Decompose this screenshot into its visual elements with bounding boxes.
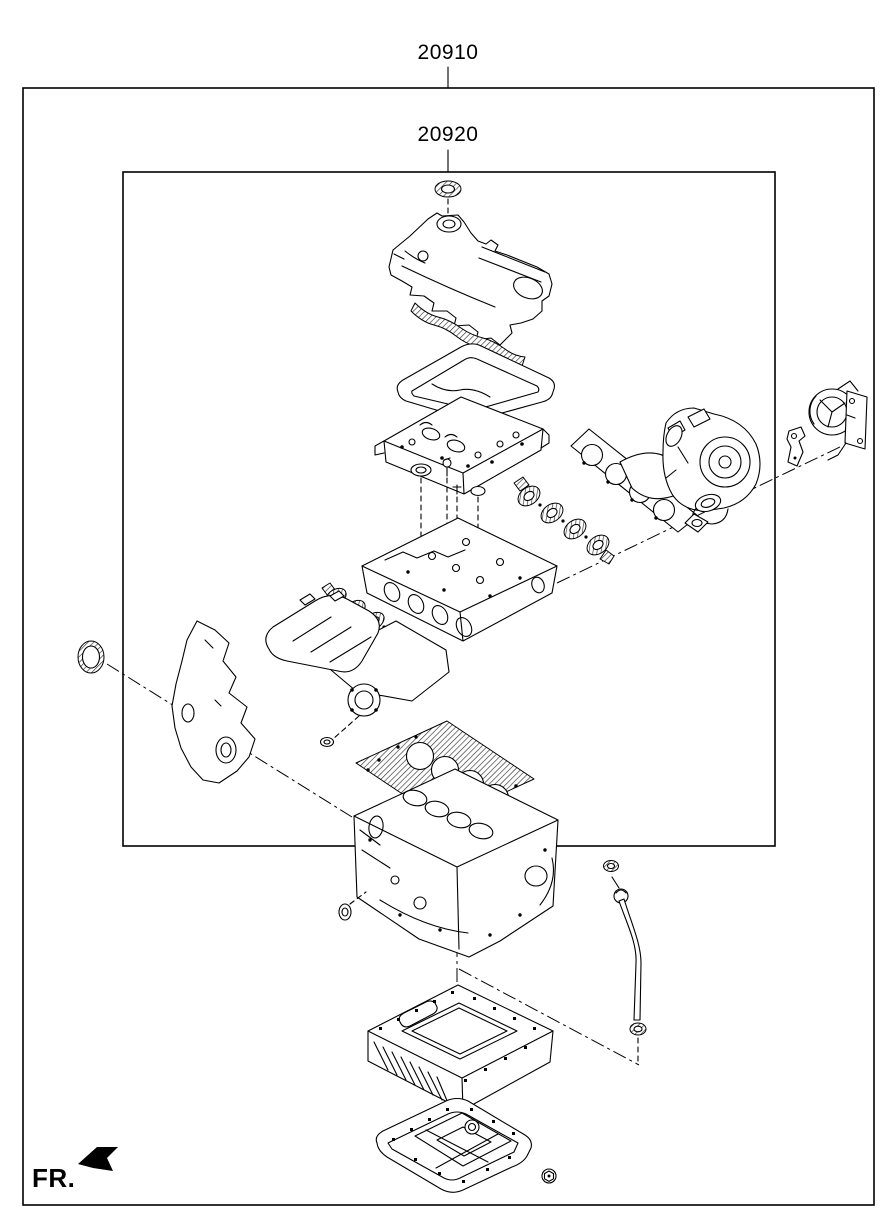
retainer-clip [470, 485, 486, 551]
oil-drain-plug [541, 1168, 557, 1184]
dipstick-oring-upper [603, 860, 619, 872]
timing-chain-cover [171, 620, 256, 784]
valve-cover [388, 212, 553, 346]
front-direction-arrow-icon [78, 1147, 118, 1171]
upper-oil-pan [367, 984, 554, 1111]
callout-20910: 20910 [417, 41, 479, 64]
vacuum-pump [808, 380, 868, 461]
cylinder-head [361, 517, 558, 642]
intake-manifold [265, 590, 450, 717]
dipstick-oring-lower [629, 1022, 647, 1062]
cam-cover-plug-seal [434, 180, 462, 216]
cylinder-block [353, 768, 559, 958]
oil-level-gauge-tube [611, 876, 642, 1021]
crankshaft-front-seal [77, 640, 105, 674]
exhaust-manifold-gasket [513, 476, 615, 565]
lower-oil-pan [375, 1097, 532, 1193]
turbocharger [662, 407, 761, 533]
vacuum-pump-gasket [786, 426, 806, 467]
throttle-oring [319, 715, 360, 748]
block-oring [338, 891, 367, 921]
callout-20920: 20920 [417, 123, 479, 146]
front-direction-label: FR. [32, 1163, 76, 1193]
